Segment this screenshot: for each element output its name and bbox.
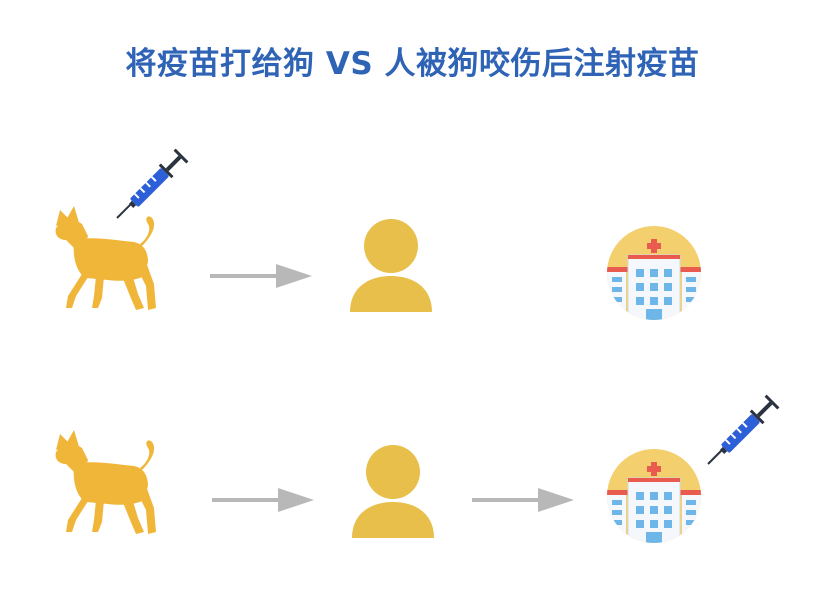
dog-icon [52,428,164,540]
person-icon [348,218,434,312]
dog-icon [52,204,164,316]
diagram-title: 将疫苗打给狗 VS 人被狗咬伤后注射疫苗 [125,46,700,82]
arrow-icon [472,486,576,514]
syringe-icon [706,382,792,468]
hospital-icon [606,225,702,321]
hospital-icon [606,448,702,544]
arrow-icon [212,486,316,514]
person-icon [350,444,436,538]
syringe-icon [115,136,201,222]
arrow-icon [210,262,314,290]
